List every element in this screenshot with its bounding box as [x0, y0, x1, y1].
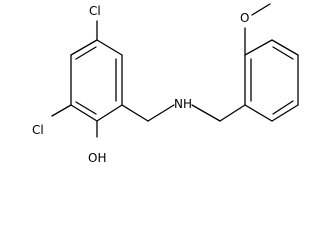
bond-b6-b1: [244, 104, 273, 122]
bond-b3-b4: [271, 39, 299, 56]
ring-b-bonds: [244, 39, 299, 122]
atom-label-methoxy-o: O: [240, 11, 249, 25]
atom-label-cl-left: Cl: [32, 123, 44, 137]
bond-nh-ch2: [191, 104, 221, 122]
bond-c5-cl: [51, 104, 72, 117]
bond-ch2-nh: [147, 104, 175, 122]
bond-a6-a1: [70, 39, 98, 56]
atom-label-nh: NH: [174, 97, 192, 111]
bond-b5-b6: [271, 104, 299, 122]
atom-label-cl-top: Cl: [89, 4, 101, 18]
bond-c3-ch2: [121, 104, 149, 122]
bond-a6-a1-inner: [75, 46, 97, 60]
chemical-structure: Cl Cl OH NH O: [32, 3, 299, 165]
bond-a1-a2: [96, 39, 123, 56]
bond-b2-b3: [244, 39, 273, 56]
ring-a-substituent-bonds: [51, 20, 246, 138]
bond-o-ch3: [251, 3, 271, 16]
bond-ch2-ring-b: [219, 104, 246, 122]
bond-b5-b6-inner: [272, 100, 294, 115]
atom-label-oh: OH: [88, 151, 106, 165]
bond-a4-a5-inner: [75, 101, 97, 115]
bond-b3-b4-inner: [272, 46, 294, 60]
bond-a3-a4: [96, 104, 123, 122]
methoxy-bonds: [244, 3, 271, 56]
ring-a-bonds: [70, 39, 123, 122]
bond-a4-a5: [70, 104, 98, 122]
